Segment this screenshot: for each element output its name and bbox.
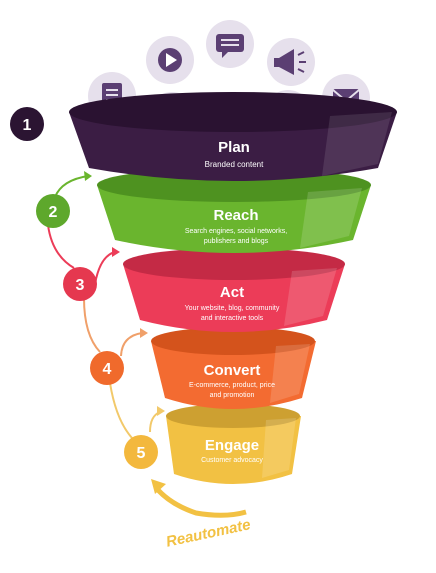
stage-desc-reach-line1: Search engines, social networks, bbox=[185, 228, 287, 235]
tier-act bbox=[123, 248, 345, 332]
tier-engage bbox=[166, 404, 301, 484]
badge-3-label: 3 bbox=[76, 277, 85, 294]
stage-texts: Plan Branded content Reach Search engine… bbox=[185, 139, 288, 464]
flow-arrows bbox=[47, 171, 247, 518]
stage-desc-act-line1: Your website, blog, community bbox=[185, 305, 280, 312]
stage-title-act: Act bbox=[220, 284, 244, 301]
megaphone-icon bbox=[267, 38, 315, 86]
stage-title-convert: Convert bbox=[204, 362, 261, 379]
badge-5-label: 5 bbox=[137, 445, 146, 462]
chat-icon bbox=[206, 20, 254, 68]
stage-desc-convert-line1: E-commerce, product, price bbox=[189, 382, 275, 389]
stage-desc-convert-line2: and promotion bbox=[210, 392, 255, 399]
badge-4 bbox=[90, 351, 124, 385]
stage-number-badges: 1 2 3 4 5 bbox=[10, 107, 158, 469]
arrow-4-to-convert bbox=[120, 332, 143, 357]
stage-title-reach: Reach bbox=[213, 207, 258, 224]
stage-desc-engage: Customer advocacy bbox=[201, 457, 263, 464]
stage-desc-act-line2: and interactive tools bbox=[201, 315, 264, 322]
badge-1-label: 1 bbox=[23, 117, 32, 134]
arrow-3-to-4 bbox=[83, 297, 101, 353]
video-play-icon bbox=[146, 36, 194, 84]
reautomate-label: Reautomate bbox=[165, 516, 253, 550]
badge-2-label: 2 bbox=[49, 204, 58, 221]
stage-desc-reach-line2: publishers and blogs bbox=[204, 238, 269, 245]
arrow-4-to-5 bbox=[109, 382, 133, 439]
stage-title-engage: Engage bbox=[205, 437, 259, 454]
tier-convert bbox=[151, 327, 316, 409]
badge-4-label: 4 bbox=[103, 361, 112, 378]
stage-desc-plan: Branded content bbox=[205, 160, 264, 169]
badge-3 bbox=[63, 267, 97, 301]
arrow-1-to-2 bbox=[54, 175, 89, 198]
badge-2 bbox=[36, 194, 70, 228]
reautomate-arrow bbox=[156, 488, 247, 518]
arrow-2-to-3 bbox=[47, 224, 75, 269]
tier-plan bbox=[69, 92, 397, 181]
badge-1 bbox=[10, 107, 44, 141]
stage-title-plan: Plan bbox=[218, 139, 250, 156]
badge-5 bbox=[124, 435, 158, 469]
